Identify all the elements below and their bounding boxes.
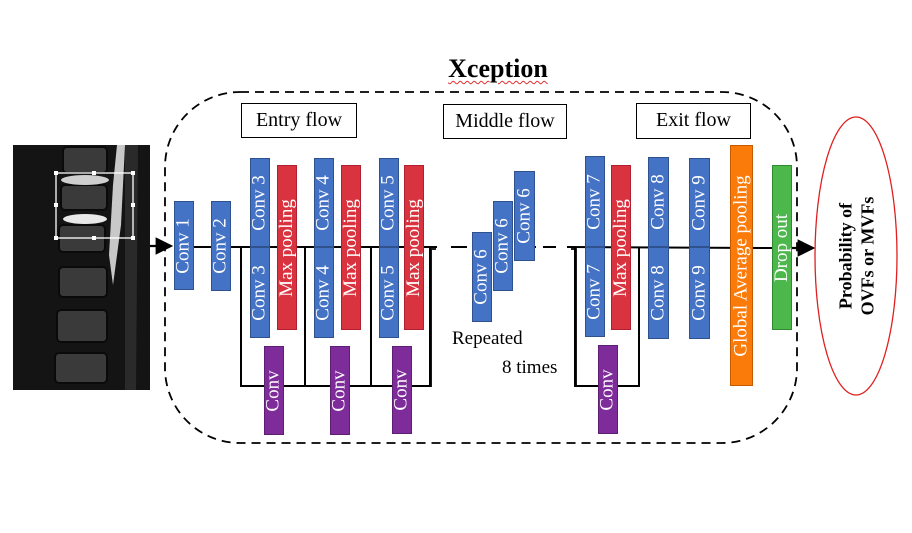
conv7-top-label: Conv 7 xyxy=(584,173,605,230)
conv7-top-block: Conv 7 xyxy=(584,156,605,247)
conv6-block-c: Conv 6 xyxy=(514,171,535,261)
conv6-b-label: Conv 6 xyxy=(492,218,513,274)
conv7-bottom-label: Conv 7 xyxy=(584,264,605,320)
skip-conv2-label: Conv xyxy=(329,369,350,412)
conv6-block-a: Conv 6 xyxy=(471,232,492,322)
skip-conv1-label: Conv xyxy=(263,369,284,412)
conv4-top-block: Conv 4 xyxy=(313,158,334,247)
repeat-note-line2: 8 times xyxy=(502,357,558,378)
conv8-bottom-label: Conv 8 xyxy=(647,265,669,321)
conv9-top-block: Conv 9 xyxy=(689,158,710,247)
skip-conv1-block: Conv xyxy=(263,346,284,435)
output-line1: Probability of xyxy=(835,202,855,310)
dropout-block: Drop out xyxy=(771,165,793,330)
global-average-pooling-block: Global Average pooling xyxy=(730,145,753,386)
conv5-top-block: Conv 5 xyxy=(378,158,399,247)
conv3-bottom-label: Conv 3 xyxy=(249,264,270,321)
maxpool1-block: Max pooling xyxy=(276,165,298,330)
maxpool2-block: Max pooling xyxy=(340,165,362,330)
conv8-bottom-block: Conv 8 xyxy=(648,247,669,339)
xception-container xyxy=(164,91,798,444)
skip-conv2-block: Conv xyxy=(329,346,350,435)
conv9-bottom-block: Conv 9 xyxy=(689,247,710,339)
conv5-bottom-label: Conv 5 xyxy=(378,264,399,321)
output-text: Probability of OVFs or MVFs xyxy=(815,117,897,395)
conv4-bottom-label: Conv 4 xyxy=(313,264,334,321)
conv6-block-b: Conv 6 xyxy=(492,201,513,291)
skip-conv4-label: Conv xyxy=(597,368,618,411)
conv4-top-label: Conv 4 xyxy=(313,174,334,231)
conv8-top-block: Conv 8 xyxy=(648,157,669,247)
maxpool2-label: Max pooling xyxy=(340,198,362,297)
conv5-top-label: Conv 5 xyxy=(378,174,399,231)
diagram-title: Xception xyxy=(448,54,548,83)
exit-flow-label: Exit flow xyxy=(636,103,751,139)
maxpool1-label: Max pooling xyxy=(276,198,298,297)
global-average-pooling-label: Global Average pooling xyxy=(730,174,752,357)
conv2-block: Conv 2 xyxy=(210,201,231,291)
repeat-bracket xyxy=(430,248,577,387)
conv9-top-label: Conv 9 xyxy=(688,174,710,231)
maxpool3-block: Max pooling xyxy=(403,165,425,330)
conv3-top-label: Conv 3 xyxy=(249,174,270,231)
conv9-bottom-label: Conv 9 xyxy=(688,265,710,321)
skip-conv4-block: Conv xyxy=(597,345,618,434)
skip-conv3-block: Conv xyxy=(391,346,412,434)
repeat-note-line1: Repeated xyxy=(452,328,523,349)
output-ellipse xyxy=(814,116,898,396)
conv7-bottom-block: Conv 7 xyxy=(584,247,605,337)
skip-conv3-label: Conv xyxy=(391,369,412,411)
mri-input-image xyxy=(13,145,150,390)
conv5-bottom-block: Conv 5 xyxy=(378,247,399,338)
output-line2: OVFs or MVFs xyxy=(857,196,877,316)
maxpool4-block: Max pooling xyxy=(610,165,632,330)
middle-flow-label: Middle flow xyxy=(443,104,567,139)
conv1-label: Conv 1 xyxy=(173,217,194,274)
conv8-top-label: Conv 8 xyxy=(647,174,669,230)
conv3-bottom-block: Conv 3 xyxy=(249,247,270,338)
entry-flow-label: Entry flow xyxy=(241,103,357,138)
maxpool4-label: Max pooling xyxy=(610,198,632,297)
dropout-label: Drop out xyxy=(771,213,793,282)
conv2-label: Conv 2 xyxy=(210,218,231,274)
conv6-c-label: Conv 6 xyxy=(513,188,535,244)
conv1-block: Conv 1 xyxy=(173,201,194,290)
maxpool3-label: Max pooling xyxy=(403,198,425,297)
conv4-bottom-block: Conv 4 xyxy=(313,247,334,338)
spine-mri-graphic xyxy=(13,145,150,390)
conv3-top-block: Conv 3 xyxy=(249,158,270,247)
conv6-a-label: Conv 6 xyxy=(471,249,492,305)
